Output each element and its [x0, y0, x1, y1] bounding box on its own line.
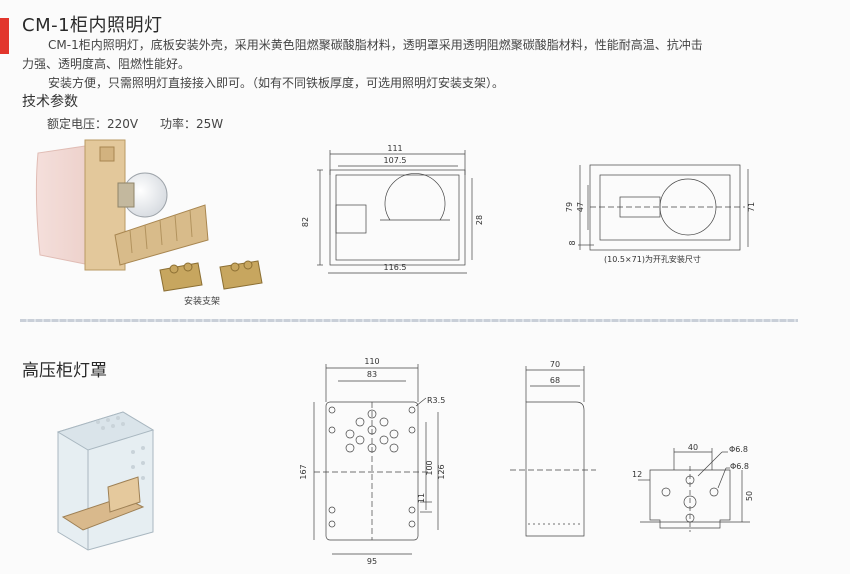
dim-68: 68	[550, 376, 560, 385]
dim-11: 11	[417, 493, 426, 503]
dim-100: 100	[425, 460, 434, 475]
dim-116-5: 116.5	[384, 263, 407, 272]
bracket-left	[159, 262, 203, 292]
dim-83: 83	[367, 370, 377, 379]
dim-95: 95	[367, 557, 377, 566]
dim-82: 82	[301, 217, 310, 227]
description-line-1: CM-1柜内照明灯，底板安装外壳，采用米黄色阻燃聚碳酸脂材料，透明罩采用透明阻燃…	[48, 38, 703, 52]
lamp-cover-photo	[56, 411, 155, 551]
dim-167: 167	[299, 464, 308, 479]
bracket-caption: 安装支架	[184, 297, 221, 307]
dim-110: 110	[364, 357, 379, 366]
cutout-caption: (10.5×71)为开孔安装尺寸	[604, 254, 701, 264]
dim-107-5: 107.5	[384, 156, 407, 165]
dim-40: 40	[688, 443, 698, 452]
voltage-spec: 额定电压：220V	[47, 117, 139, 131]
cover-side-drawing: 70 68	[510, 360, 596, 537]
specs-values: 额定电压：220V 功率：25W	[47, 115, 241, 132]
bracket-right	[219, 260, 263, 290]
dim-28: 28	[475, 215, 484, 225]
lamp-front-drawing: 79 47 8 71 (10.5×71)为开孔安装尺寸	[565, 164, 756, 264]
dim-r3-5: R3.5	[427, 396, 445, 405]
dim-phi-6-8-b: Φ6.8	[730, 462, 749, 471]
section-divider	[20, 319, 798, 322]
dim-79: 79	[565, 202, 574, 212]
dim-70: 70	[550, 360, 560, 369]
product-title: CM-1柜内照明灯	[22, 15, 163, 36]
lamp-side-drawing: 111 107.5 82 28 116.5	[301, 144, 484, 274]
dim-50: 50	[745, 491, 754, 501]
dim-8: 8	[568, 240, 577, 245]
dim-111: 111	[387, 144, 402, 153]
dim-71: 71	[747, 202, 756, 212]
accent-bar	[0, 18, 9, 54]
description-line-2: 力强、透明度高、阻燃性能好。	[22, 57, 191, 71]
specs-heading: 技术参数	[22, 94, 78, 110]
power-spec: 功率：25W	[159, 117, 224, 131]
dim-47: 47	[576, 202, 585, 212]
dim-12: 12	[632, 470, 642, 479]
bracket-drawing: 40 Φ6.8 Φ6.8 12 50	[632, 443, 754, 532]
dim-phi-6-8-a: Φ6.8	[729, 445, 748, 454]
description-line-3: 安装方便，只需照明灯直接接入即可。（如有不同铁板厚度，可选用照明灯安装支架）。	[48, 76, 505, 90]
cover-front-drawing: 110 83 R3.5 167 100 126 11 95	[299, 357, 446, 566]
section-title: 高压柜灯罩	[22, 361, 107, 381]
dim-126: 126	[437, 464, 446, 479]
product-description: CM-1柜内照明灯，底板安装外壳，采用米黄色阻燃聚碳酸脂材料，透明罩采用透明阻燃…	[22, 36, 802, 93]
lamp-photo	[35, 139, 263, 292]
